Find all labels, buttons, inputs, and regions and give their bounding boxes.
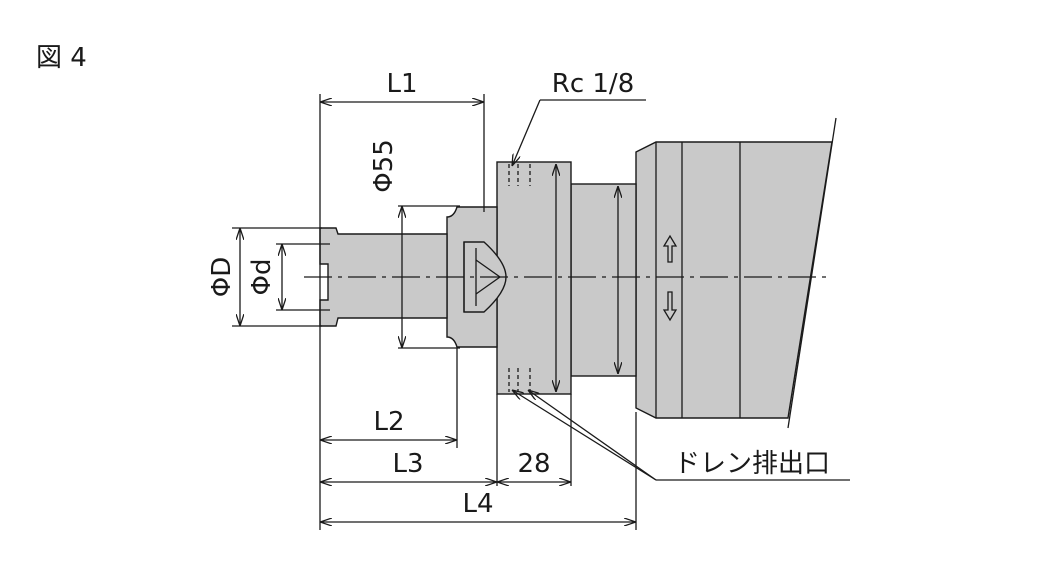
port-label: Rc 1/8 xyxy=(552,69,634,99)
flange xyxy=(496,161,572,395)
dim-label-phiD: ΦD xyxy=(207,257,237,298)
dim-label-28: 28 xyxy=(517,449,550,479)
dim-label-phid: Φd xyxy=(247,259,277,296)
drain-passages xyxy=(508,164,531,392)
dim-label-l1: L1 xyxy=(386,69,417,99)
spindle-body xyxy=(635,141,833,419)
dim-label-phi55: Φ55 xyxy=(369,139,399,193)
drain-label: ドレン排出口 xyxy=(674,449,830,479)
dim-label-l4: L4 xyxy=(462,489,493,519)
dim-label-l3: L3 xyxy=(392,449,423,479)
neck xyxy=(570,183,637,377)
rotation-arrow-icon xyxy=(662,234,678,322)
dim-label-l2: L2 xyxy=(373,407,404,437)
dimension-lines xyxy=(232,94,850,530)
figure-label: 図 4 xyxy=(36,43,87,73)
